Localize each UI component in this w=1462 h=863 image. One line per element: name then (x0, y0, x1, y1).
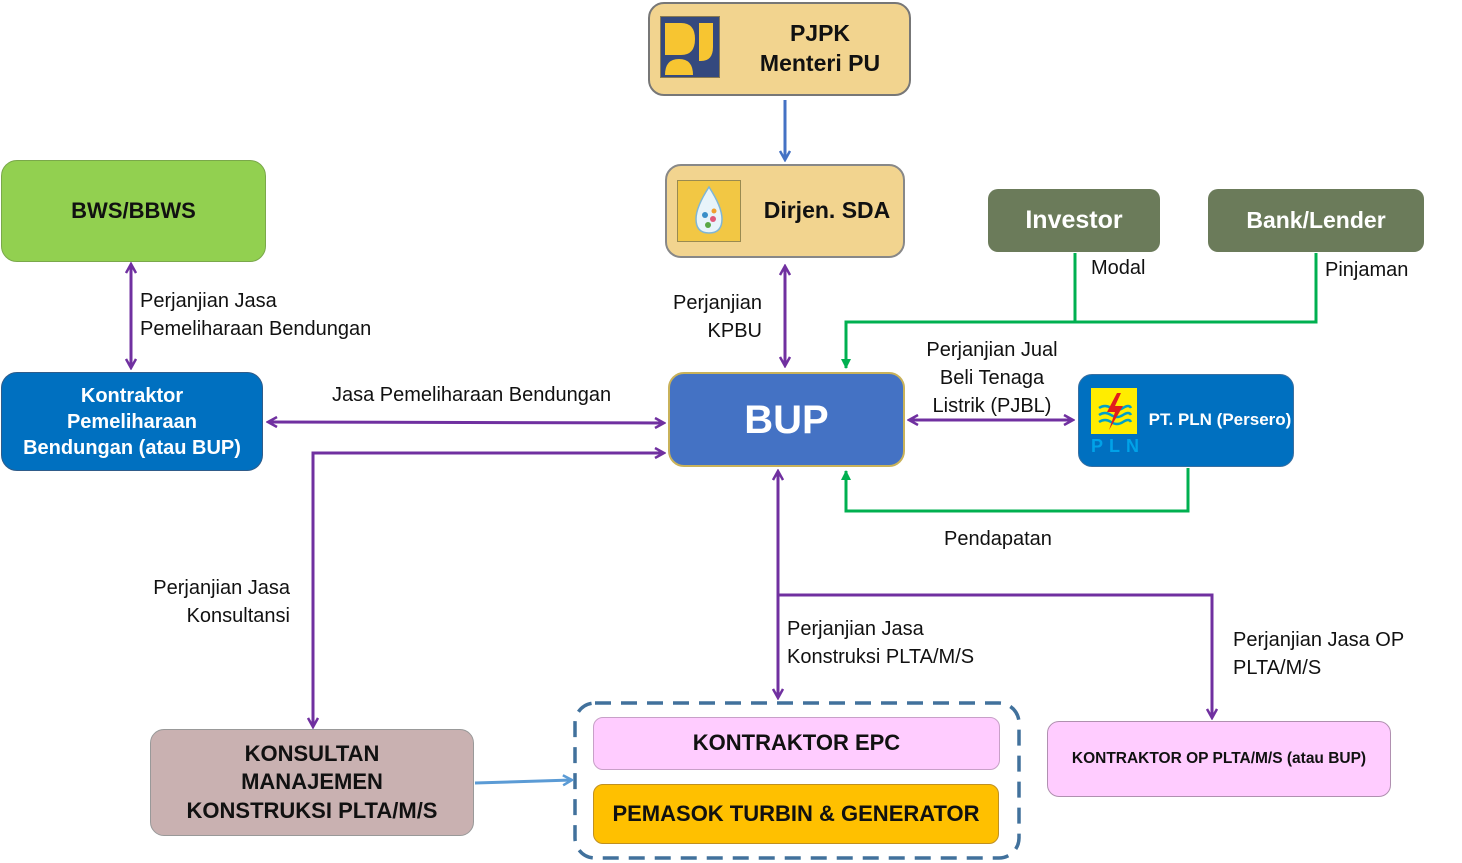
pu-ministry-logo-icon (660, 16, 720, 78)
edge-label-pinjaman: Pinjaman (1325, 259, 1409, 281)
node-dirjen-sda[interactable]: Dirjen. SDA (665, 164, 905, 258)
edge-label-konsultansi: Perjanjian Jasa Konsultansi (153, 577, 290, 627)
node-kontraktor-epc[interactable]: KONTRAKTOR EPC (593, 717, 1000, 770)
edge-label-pjbl: Perjanjian Jual Beli Tenaga Listrik (PJB… (926, 339, 1058, 417)
pln-lightning-logo-icon (1091, 388, 1137, 434)
node-label: BWS/BBWS (71, 197, 196, 223)
edge-label-jasa-pemeliharaan: Jasa Pemeliharaan Bendungan (332, 384, 612, 406)
line-pln-pendapatan (841, 468, 1190, 513)
node-label: PT. PLN (Persero) (1148, 410, 1292, 430)
node-bank-lender[interactable]: Bank/Lender (1208, 189, 1424, 252)
node-konsultan-mk[interactable]: KONSULTAN MANAJEMEN KONSTRUKSI PLTA/M/S (150, 729, 474, 836)
water-drop-logo-icon (677, 180, 741, 242)
edge-label-bws-kontraktor: Perjanjian Jasa Pemeliharaan Bendungan (140, 290, 372, 340)
node-kontraktor-op[interactable]: KONTRAKTOR OP PLTA/M/S (atau BUP) (1047, 721, 1391, 797)
node-investor[interactable]: Investor (988, 189, 1160, 252)
node-kontraktor-pemeliharaan[interactable]: Kontraktor Pemeliharaan Bendungan (atau … (1, 372, 263, 471)
node-pemasok-turbin-generator[interactable]: PEMASOK TURBIN & GENERATOR (593, 784, 999, 844)
edge-label-konstruksi: Perjanjian Jasa Konstruksi PLTA/M/S (787, 618, 975, 668)
edge-label-pendapatan: Pendapatan (944, 528, 1052, 550)
edge-label-kpbu: Perjanjian KPBU (673, 292, 762, 342)
node-label: KONTRAKTOR OP PLTA/M/S (atau BUP) (1071, 749, 1367, 767)
node-bup[interactable]: BUP (668, 372, 905, 467)
arrow-kontraktor-bup (268, 422, 664, 423)
node-label: Kontraktor Pemeliharaan Bendungan (atau … (23, 384, 241, 459)
node-label: PEMASOK TURBIN & GENERATOR (612, 800, 980, 826)
node-label: Bank/Lender (1246, 206, 1386, 233)
node-label: Investor (1025, 206, 1123, 235)
node-label: KONSULTAN MANAJEMEN KONSTRUKSI PLTA/M/S (186, 740, 438, 823)
arrow-konsultan-to-epc-group (474, 780, 572, 783)
node-bws-bbws[interactable]: BWS/BBWS (1, 160, 266, 262)
node-label: Dirjen. SDA (763, 197, 891, 224)
node-label: KONTRAKTOR EPC (692, 730, 901, 756)
pln-logo-text: PLN (1091, 436, 1145, 456)
node-pjpk-menteri-pu[interactable]: PJPK Menteri PU (648, 2, 911, 96)
node-label: PJPK Menteri PU (759, 20, 881, 76)
edge-label-op: Perjanjian Jasa OP PLTA/M/S (1233, 629, 1405, 679)
node-label: BUP (744, 397, 829, 442)
edge-label-modal: Modal (1091, 257, 1146, 279)
node-pt-pln[interactable]: PLN PT. PLN (Persero) (1078, 374, 1294, 467)
arrow-bup-konsultan (313, 453, 664, 727)
